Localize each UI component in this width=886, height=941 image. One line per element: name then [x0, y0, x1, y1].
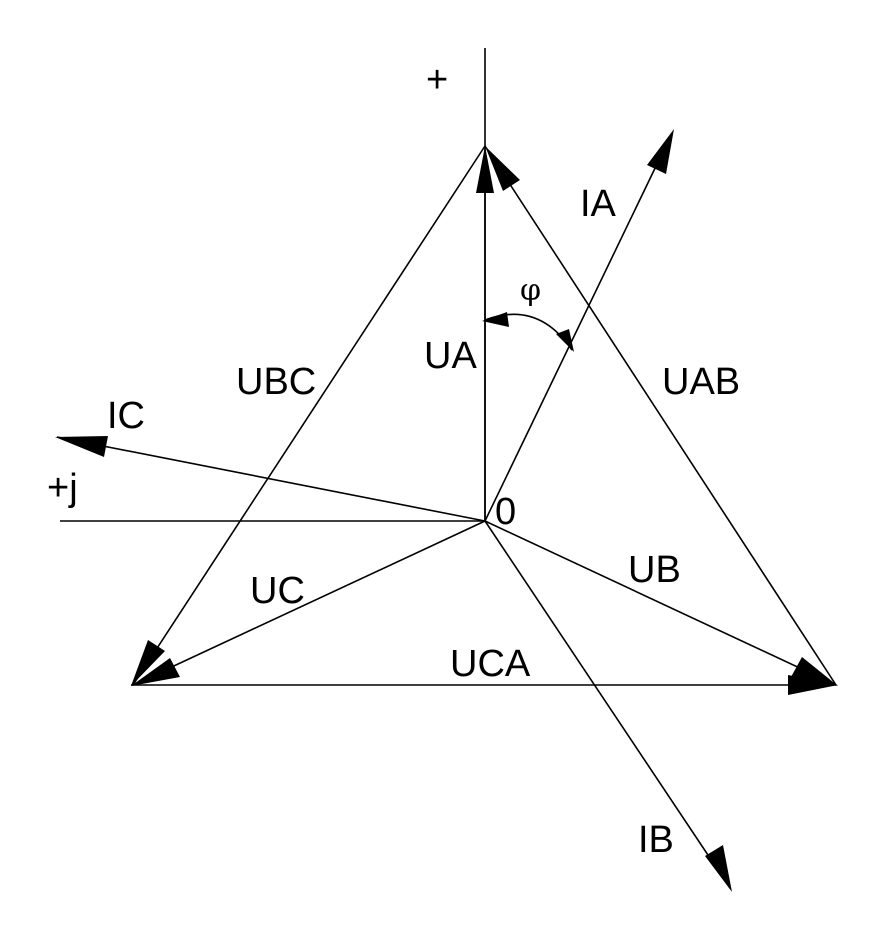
ua-label: UA	[424, 335, 477, 377]
phi-arc-arrowhead	[482, 312, 509, 327]
phi-arc-arrowhead-end	[556, 329, 574, 352]
ia-arrowhead	[647, 129, 674, 174]
ia-label: IA	[580, 183, 617, 225]
phi-label: φ	[520, 273, 541, 308]
ib-arrowhead	[705, 845, 732, 892]
ubc-label: UBC	[236, 361, 316, 403]
plus-j-axis-label: +j	[47, 467, 78, 509]
ic-arrowhead	[55, 436, 108, 457]
uc-phasor	[132, 520, 486, 686]
ia-phasor	[484, 132, 673, 522]
origin-label: 0	[495, 491, 516, 533]
ub-phasor	[484, 520, 837, 686]
ubc-arrowhead	[131, 640, 165, 686]
uca-arrowhead	[788, 675, 838, 695]
uab-phasor	[484, 145, 837, 686]
uab-label: UAB	[662, 361, 740, 403]
plus-axis-label: +	[426, 59, 448, 101]
ub-label: UB	[628, 549, 681, 591]
uc-arrowhead	[131, 658, 180, 686]
uab-arrowhead	[485, 146, 520, 191]
ic-label: IC	[107, 395, 145, 437]
uc-label: UC	[250, 570, 305, 612]
ua-arrowhead	[476, 146, 494, 193]
uca-label: UCA	[450, 643, 531, 685]
ic-phasor	[56, 436, 486, 522]
ib-label: IB	[638, 819, 674, 861]
ib-phasor	[484, 520, 731, 889]
ubc-phasor	[132, 145, 486, 686]
